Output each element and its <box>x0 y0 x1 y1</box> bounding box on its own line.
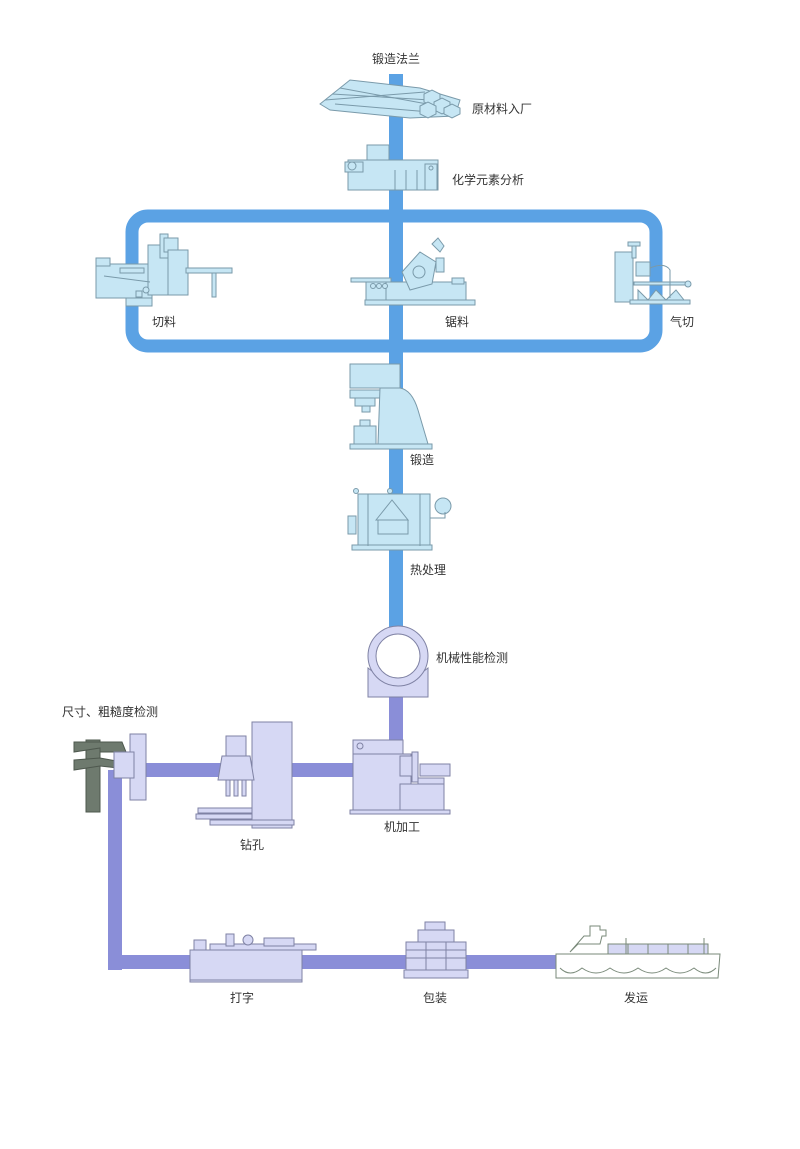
saw-machine-icon <box>350 237 476 306</box>
marking-machine-icon <box>189 933 317 983</box>
step-label-machining: 机加工 <box>384 820 421 834</box>
forging-hammer-icon <box>349 363 433 450</box>
ring-test-icon <box>367 625 429 698</box>
purple-vertical-left <box>108 770 122 970</box>
purple-flow-path <box>108 690 578 970</box>
step-label-drilling: 钻孔 <box>240 838 265 852</box>
step-label-chemical-analysis: 化学元素分析 <box>452 173 525 187</box>
step-label-gas-cutting: 气切 <box>670 315 695 329</box>
gas-cutting-machine-icon <box>614 241 692 305</box>
packing-crates-icon <box>403 921 469 979</box>
purple-horizontal-lower <box>108 955 578 969</box>
step-label-raw-material: 原材料入厂 <box>472 102 533 116</box>
caliper-icon <box>73 739 127 813</box>
spectrometer-icon <box>344 144 439 191</box>
step-label-mechanical-test: 机械性能检测 <box>436 651 509 665</box>
step-label-marking: 打字 <box>230 991 255 1005</box>
step-label-forging: 锻造 <box>410 453 435 467</box>
cargo-ship-icon <box>555 925 721 979</box>
furnace-icon <box>347 488 452 551</box>
step-label-packing: 包装 <box>423 991 448 1005</box>
drill-press-icon <box>195 721 295 829</box>
step-label-dimension-check: 尺寸、粗糙度检测 <box>62 705 159 719</box>
step-label-sawing: 锯料 <box>445 315 470 329</box>
flange-icon <box>113 733 147 801</box>
step-label-shearing: 切料 <box>152 315 177 329</box>
steel-bars-icon <box>319 79 461 119</box>
shearing-machine-icon <box>95 233 233 307</box>
step-label-heat-treatment: 热处理 <box>410 563 447 577</box>
diagram-title: 锻造法兰 <box>372 52 421 66</box>
step-label-shipping: 发运 <box>624 991 649 1005</box>
lathe-icon <box>349 739 451 815</box>
